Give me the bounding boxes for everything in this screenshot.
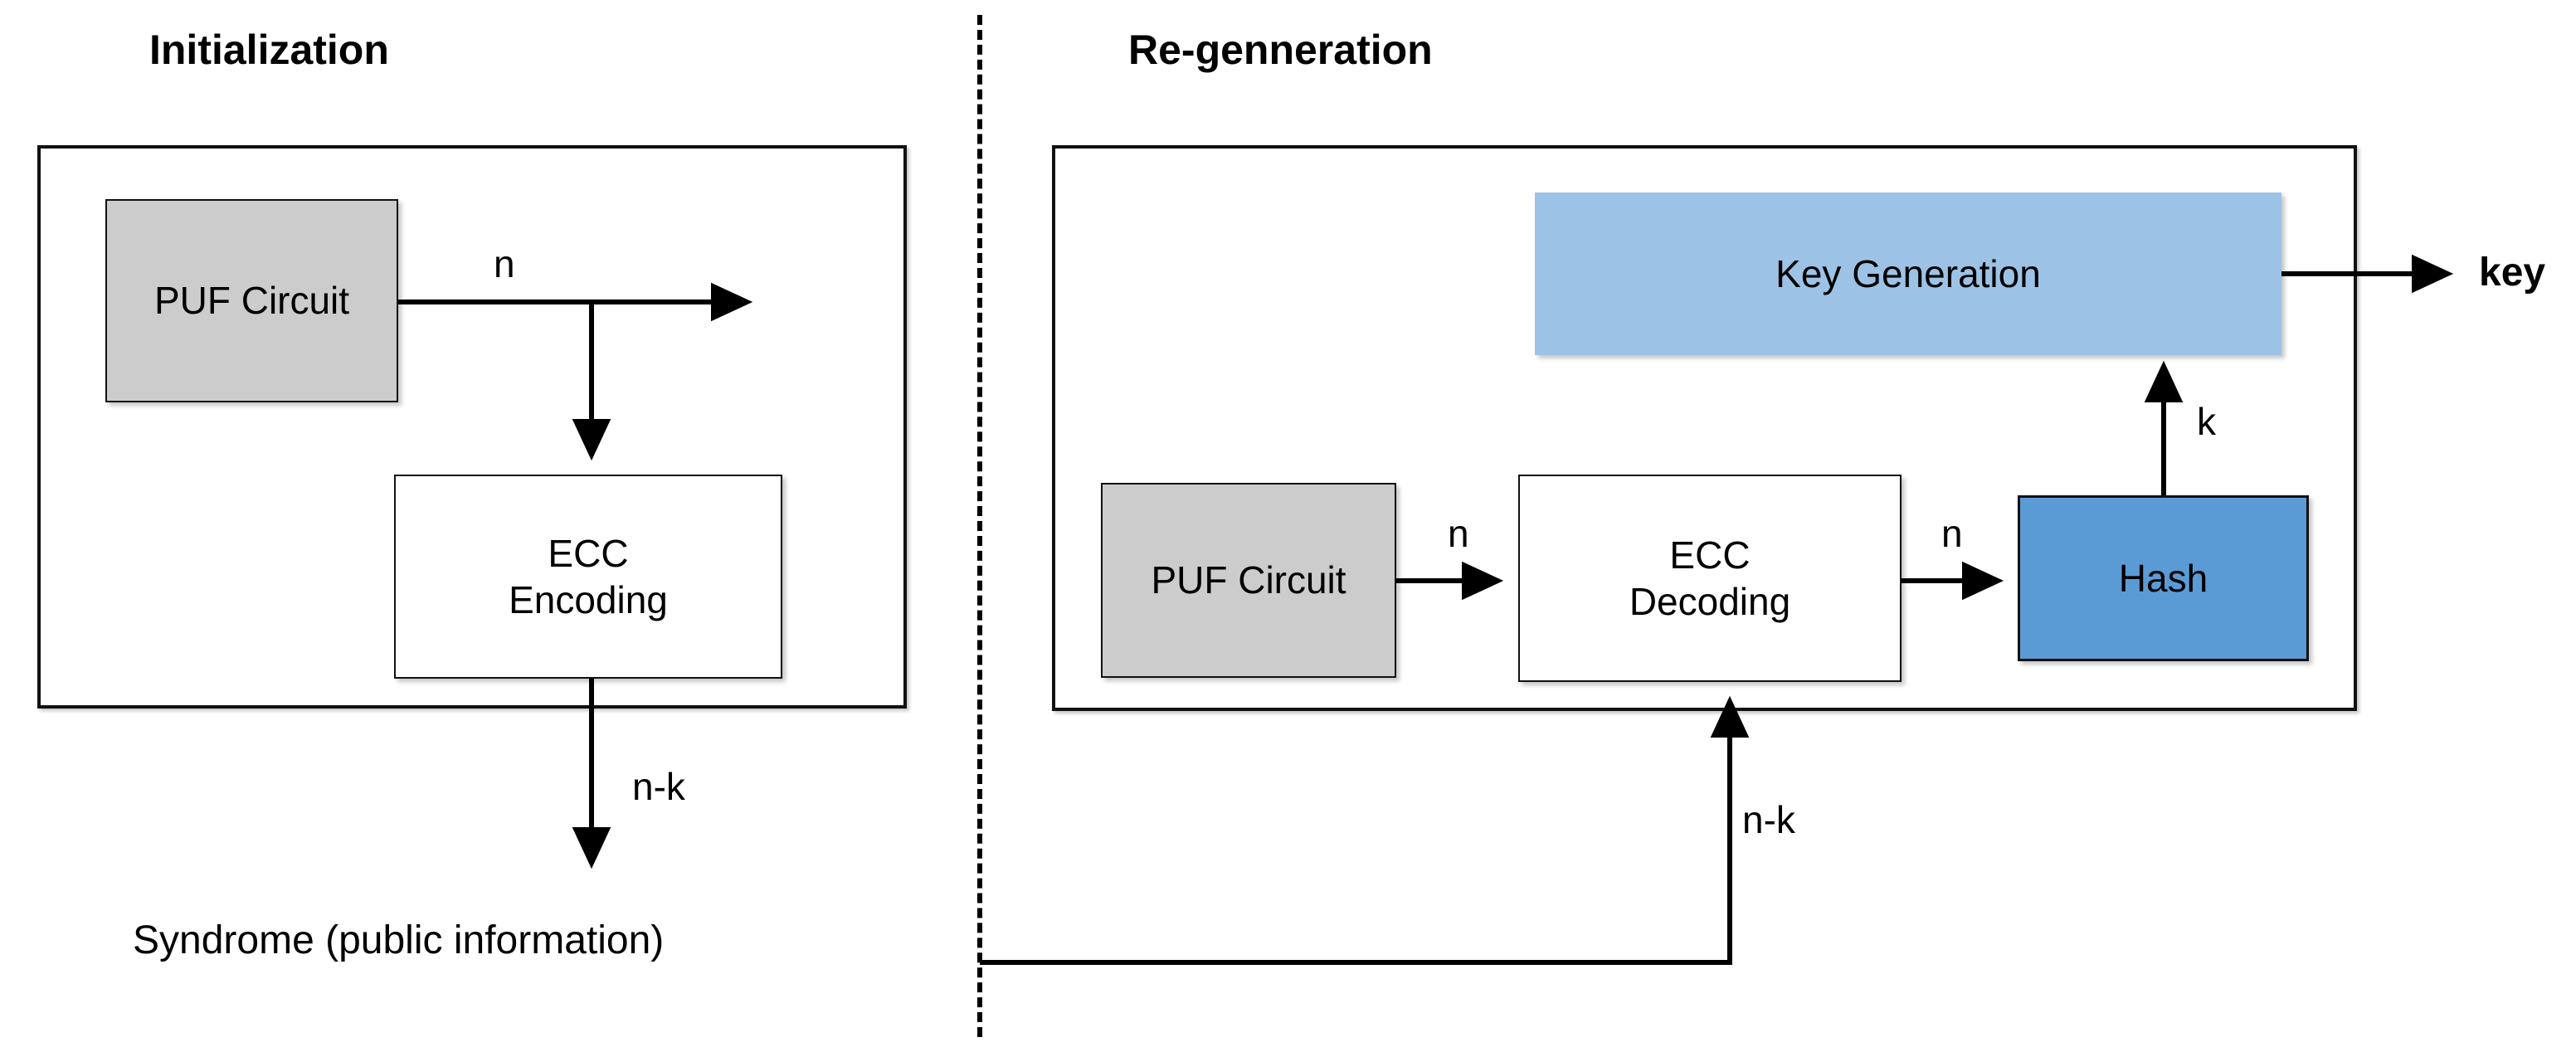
ecc-decoding-label-line2: Decoding: [1629, 580, 1791, 623]
puf-circuit-block-init[interactable]: PUF Circuit: [105, 199, 398, 402]
puf-circuit-label-regen: PUF Circuit: [1151, 558, 1346, 602]
edge-label-n-decode-to-hash: n: [1941, 512, 1963, 555]
panel-divider: [977, 15, 982, 1037]
hash-label: Hash: [2118, 556, 2208, 600]
ecc-decoding-label: ECC Decoding: [1629, 532, 1790, 625]
syndrome-text: Syndrome (public information): [133, 918, 665, 962]
ecc-encoding-label-line2: Encoding: [509, 578, 668, 621]
initialization-title: Initialization: [149, 27, 389, 73]
ecc-encoding-label-line1: ECC: [548, 531, 629, 575]
ecc-decoding-block[interactable]: ECC Decoding: [1518, 475, 1902, 682]
ecc-encoding-label: ECC Encoding: [509, 530, 668, 623]
puf-circuit-label-init: PUF Circuit: [153, 279, 350, 323]
puf-circuit-block-regen[interactable]: PUF Circuit: [1101, 483, 1396, 678]
ecc-encoding-block[interactable]: ECC Encoding: [394, 475, 782, 679]
key-generation-block[interactable]: Key Generation: [1535, 192, 2281, 355]
key-generation-label: Key Generation: [1775, 251, 2041, 295]
edge-label-nk-feedback: n-k: [1742, 798, 1795, 841]
edge-label-nk-init: n-k: [632, 765, 685, 808]
edge-label-n-init: n: [494, 242, 515, 285]
edge-label-n-puf-to-decode: n: [1448, 512, 1469, 555]
edge-label-k-hash-to-keygen: k: [2197, 400, 2216, 443]
regeneration-title: Re-genneration: [1128, 27, 1433, 73]
hash-block[interactable]: Hash: [2018, 495, 2309, 661]
wire-syndrome-to-ecc-decoding: [980, 695, 1750, 965]
ecc-decoding-label-line1: ECC: [1669, 533, 1751, 577]
key-output-label: key: [2479, 251, 2546, 295]
